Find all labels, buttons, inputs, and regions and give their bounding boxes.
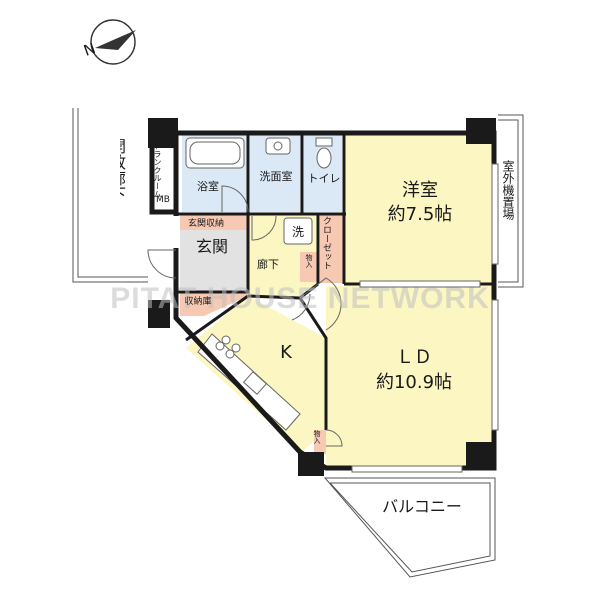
kitchen-sink-icon <box>242 371 268 395</box>
western-room-name: 洋室 <box>402 180 438 201</box>
shelf2-label: 物入 <box>313 430 321 444</box>
toilet-tank-icon <box>315 137 333 147</box>
entrance-name: 玄関 <box>196 237 228 256</box>
corridor-name: 廊下 <box>257 257 279 271</box>
shelf2-fill <box>314 430 326 454</box>
kitchen-counter <box>197 333 301 431</box>
ld-name: ＬＤ <box>396 347 432 368</box>
windows <box>351 163 499 473</box>
kitchen-name: K <box>280 342 293 363</box>
storage-door-swing <box>325 429 343 447</box>
western-room-size: 約7.5帖 <box>388 204 453 225</box>
bathroom-name: 浴室 <box>197 179 219 193</box>
toilet-name: トイレ <box>308 172 341 185</box>
compass: N <box>81 19 136 65</box>
stove-icon <box>215 335 241 359</box>
bath-door-swing <box>221 185 249 213</box>
entrance-storage-name: 玄関収納 <box>188 217 224 229</box>
open-corridor-label: 開放廊下 <box>120 138 126 202</box>
toilet-bowl-icon <box>316 147 332 169</box>
closet-fill <box>320 215 344 283</box>
doors <box>147 185 343 447</box>
shelf1-fill <box>300 252 318 282</box>
entrance-floor <box>180 230 248 292</box>
compass-needle <box>95 30 136 50</box>
ld-door-swing <box>299 277 342 331</box>
closet-label: クローゼット <box>321 216 331 270</box>
pillars <box>148 118 496 476</box>
inner-walls <box>176 133 494 430</box>
trunk-room-fill <box>152 138 174 210</box>
ld-floor <box>326 286 494 468</box>
entry-door-swing <box>147 249 177 279</box>
mb-name: MB <box>156 195 170 205</box>
ld-size: 約10.9帖 <box>376 372 452 393</box>
entrance-storage-fill <box>180 215 248 230</box>
washroom-name: 洗面室 <box>260 169 293 183</box>
kitchen-door-swing <box>291 293 311 321</box>
storage-room-name: 収納庫 <box>184 295 211 307</box>
watermark: PITAT HOUSE NETWORK <box>110 282 490 315</box>
storage-room-fill <box>180 292 248 316</box>
balcony-outline <box>323 477 496 578</box>
trunk-room-label: トランクルーム <box>153 142 162 198</box>
balcony-label: バルコニー <box>382 497 462 516</box>
bath-fixtures <box>185 137 333 245</box>
outdoor-unit-label: 室外機置場 <box>501 160 515 220</box>
shelf1-label: 物入 <box>305 254 313 268</box>
washer-name: 洗 <box>292 225 304 239</box>
outdoor-unit-outline <box>498 114 524 288</box>
open-corridor-outline <box>72 108 148 283</box>
western-room-floor <box>346 132 494 286</box>
corridor-door-swing <box>251 215 277 241</box>
toilet-fill <box>304 134 342 212</box>
